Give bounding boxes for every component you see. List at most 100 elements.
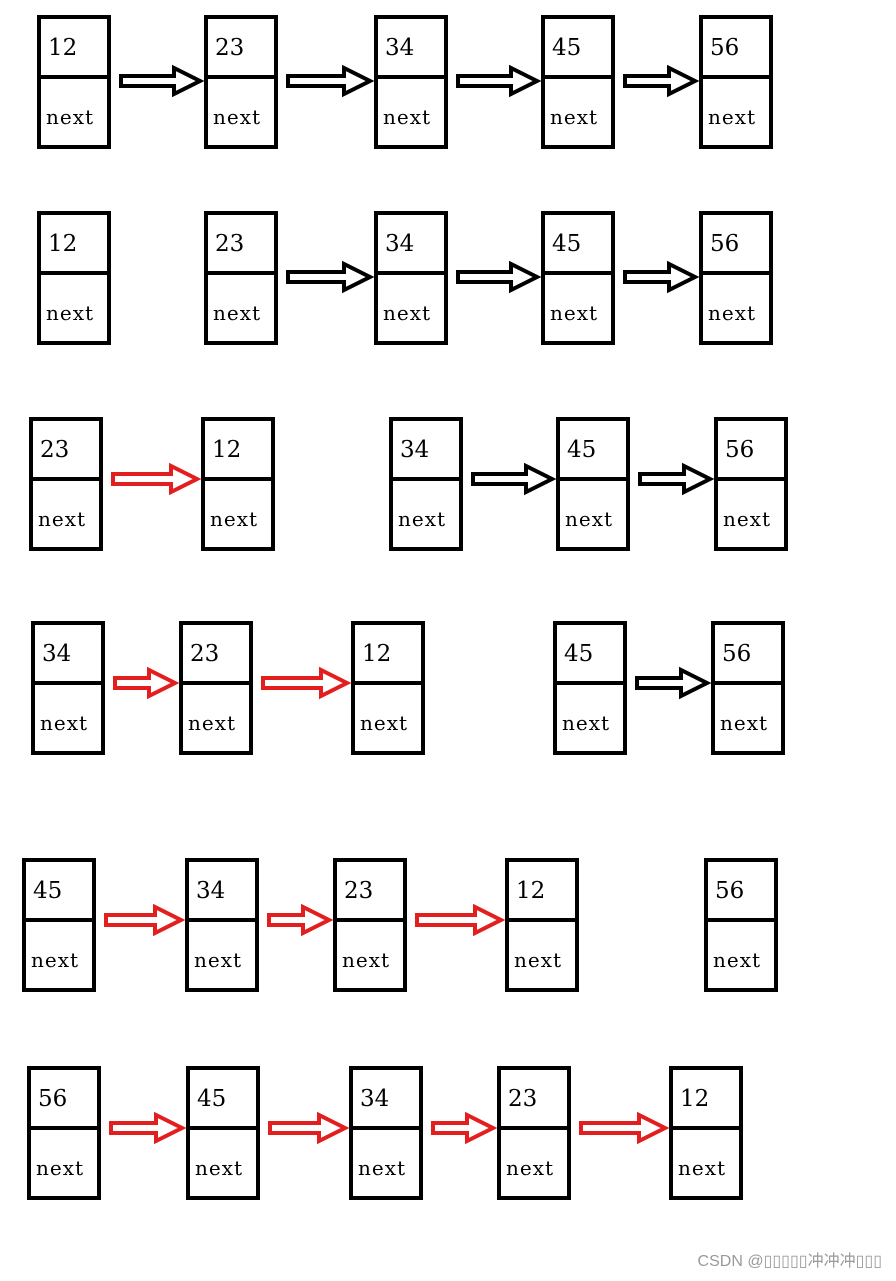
node-next-label: next	[342, 948, 390, 972]
node-next-label: next	[360, 711, 408, 735]
list-node: 45 next	[541, 211, 615, 345]
black-pointer-arrow	[635, 666, 712, 700]
node-box	[553, 621, 627, 755]
node-value: 23	[215, 231, 244, 257]
node-box	[497, 1066, 571, 1200]
node-value: 23	[40, 437, 69, 463]
node-next-label: next	[31, 948, 79, 972]
red-pointer-arrow	[113, 666, 180, 700]
node-box	[699, 15, 773, 149]
node-box	[201, 417, 275, 551]
node-next-label: next	[506, 1156, 554, 1180]
node-value: 34	[196, 878, 225, 904]
node-box	[186, 1066, 260, 1200]
node-value: 45	[552, 35, 581, 61]
node-value: 23	[508, 1086, 537, 1112]
node-next-label: next	[550, 301, 598, 325]
csdn-watermark: CSDN @▯▯▯▯▯冲冲冲▯▯▯	[697, 1253, 882, 1270]
list-node: 56 next	[714, 417, 788, 551]
node-value: 34	[42, 641, 71, 667]
black-pointer-arrow	[286, 260, 375, 294]
node-box	[179, 621, 253, 755]
list-node: 23 next	[497, 1066, 571, 1200]
node-box	[699, 211, 773, 345]
black-pointer-arrow	[286, 64, 375, 98]
node-value: 56	[725, 437, 754, 463]
list-node: 12 next	[37, 211, 111, 345]
red-pointer-arrow	[415, 903, 506, 937]
node-next-label: next	[678, 1156, 726, 1180]
node-box	[29, 417, 103, 551]
node-next-label: next	[398, 507, 446, 531]
node-value: 12	[48, 231, 77, 257]
node-box	[556, 417, 630, 551]
node-box	[711, 621, 785, 755]
node-value: 45	[197, 1086, 226, 1112]
node-next-label: next	[720, 711, 768, 735]
node-box	[541, 211, 615, 345]
node-box	[669, 1066, 743, 1200]
list-node: 56 next	[27, 1066, 101, 1200]
list-node: 23 next	[333, 858, 407, 992]
node-next-label: next	[38, 507, 86, 531]
node-value: 45	[33, 878, 62, 904]
node-box	[351, 621, 425, 755]
node-next-label: next	[36, 1156, 84, 1180]
node-value: 23	[215, 35, 244, 61]
red-pointer-arrow	[104, 903, 186, 937]
node-value: 12	[48, 35, 77, 61]
node-value: 45	[564, 641, 593, 667]
node-box	[204, 211, 278, 345]
node-value: 45	[552, 231, 581, 257]
node-next-label: next	[213, 301, 261, 325]
black-pointer-arrow	[623, 64, 700, 98]
node-value: 45	[567, 437, 596, 463]
node-value: 23	[190, 641, 219, 667]
node-value: 23	[344, 878, 373, 904]
node-value: 34	[385, 231, 414, 257]
node-box	[704, 858, 778, 992]
list-node: 56 next	[711, 621, 785, 755]
node-value: 56	[710, 231, 739, 257]
node-value: 56	[722, 641, 751, 667]
node-next-label: next	[188, 711, 236, 735]
node-next-label: next	[723, 507, 771, 531]
black-pointer-arrow	[471, 462, 557, 496]
node-value: 56	[38, 1086, 67, 1112]
node-next-label: next	[358, 1156, 406, 1180]
node-value: 34	[385, 35, 414, 61]
node-next-label: next	[210, 507, 258, 531]
red-pointer-arrow	[431, 1111, 498, 1145]
node-next-label: next	[565, 507, 613, 531]
node-value: 12	[212, 437, 241, 463]
list-node: 12 next	[201, 417, 275, 551]
node-value: 56	[715, 878, 744, 904]
node-next-label: next	[40, 711, 88, 735]
node-box	[37, 211, 111, 345]
node-box	[349, 1066, 423, 1200]
black-pointer-arrow	[456, 64, 542, 98]
red-pointer-arrow	[261, 666, 352, 700]
node-box	[541, 15, 615, 149]
list-node: 23 next	[29, 417, 103, 551]
node-next-label: next	[46, 301, 94, 325]
